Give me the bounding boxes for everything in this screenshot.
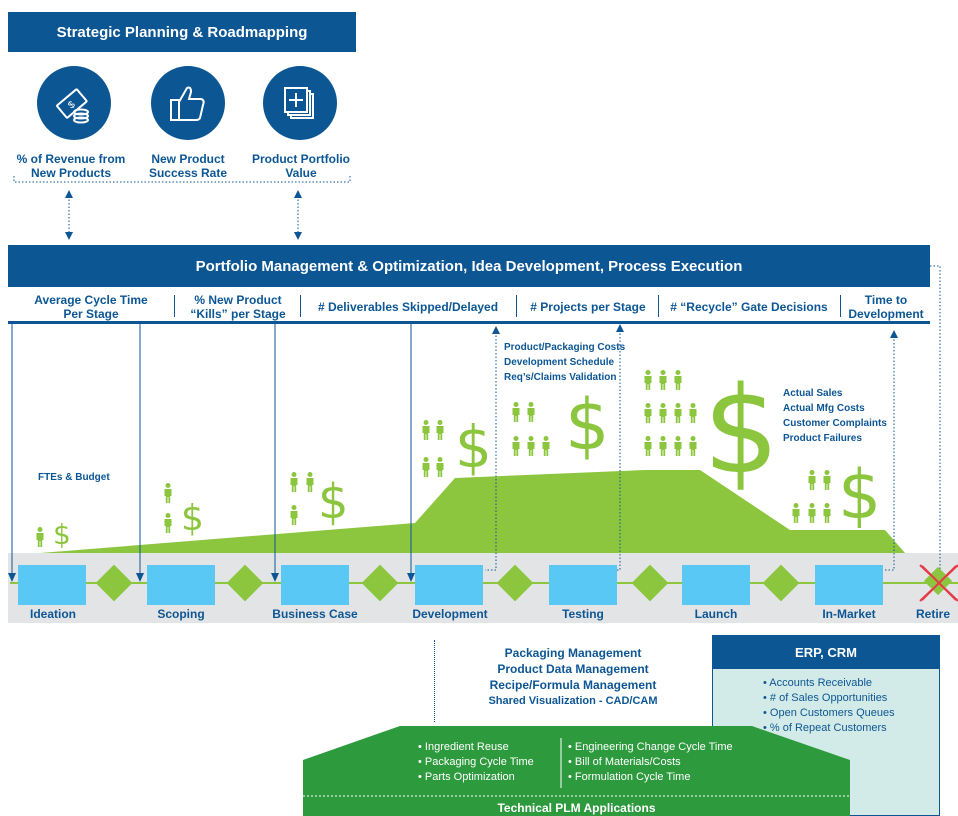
dollar-icon-in-market: $ xyxy=(838,456,882,535)
metric-divider xyxy=(300,295,301,317)
stage-label-in-market: In-Market xyxy=(822,607,876,621)
metric-projects-per-stage: # Projects per Stage xyxy=(530,300,646,314)
strategic-planning-header: Strategic Planning & Roadmapping xyxy=(8,12,356,52)
stage-box-development xyxy=(415,565,483,605)
plm-right-metrics: • Engineering Change Cycle Time • Bill o… xyxy=(568,740,733,785)
metric-divider xyxy=(516,295,517,317)
dollar-icon-testing: $ xyxy=(565,384,610,466)
erp-item: • % of Repeat Customers xyxy=(763,722,887,734)
metric-divider xyxy=(174,295,175,317)
stage-label-testing: Testing xyxy=(562,607,604,621)
stage-label-scoping: Scoping xyxy=(157,607,205,621)
plm-title: Technical PLM Applications xyxy=(497,801,656,815)
metric-underline xyxy=(8,321,930,324)
dollar-icon-development: $ xyxy=(455,413,492,481)
stage-label-retire: Retire xyxy=(916,607,951,621)
plm-item: • Bill of Materials/Costs xyxy=(568,756,681,768)
plm-left-metrics: • Ingredient Reuse • Packaging Cycle Tim… xyxy=(418,740,534,785)
stage-box-launch xyxy=(682,565,750,605)
stage-box-testing xyxy=(549,565,617,605)
stage-label-ideation: Ideation xyxy=(29,607,76,621)
metric-new-product-kills: % New Product“Kills” per Stage xyxy=(190,293,286,321)
dollar-icon-scoping: $ xyxy=(181,498,204,539)
plm-item: • Engineering Change Cycle Time xyxy=(568,741,733,753)
revenue-kpi-circle: $ xyxy=(37,66,111,140)
metric-deliverables-skipped: # Deliverables Skipped/Delayed xyxy=(317,300,499,314)
portfolio-management-header: Portfolio Management & Optimization, Ide… xyxy=(8,245,930,287)
plm-item: • Packaging Cycle Time xyxy=(418,756,534,768)
metric-recycle-gate: # “Recycle” Gate Decisions xyxy=(670,300,828,314)
dollar-icon-launch: $ xyxy=(703,362,780,501)
portfolio-stack-icon xyxy=(284,87,314,119)
thumbs-up-icon xyxy=(170,86,205,121)
stage-box-business-case xyxy=(281,565,349,605)
ftes-budget-note: FTEs & Budget xyxy=(38,472,110,483)
stage-label-business-case: Business Case xyxy=(272,607,358,621)
metric-divider xyxy=(658,295,659,317)
metric-divider xyxy=(840,295,841,317)
erp-metrics-list: • Accounts Receivable • # of Sales Oppor… xyxy=(713,669,939,736)
erp-item: • Open Customers Queues xyxy=(763,707,895,719)
svg-text:$: $ xyxy=(66,99,78,111)
stage-box-in-market xyxy=(815,565,883,605)
portfolio-value-kpi-circle xyxy=(263,66,337,140)
erp-item: • # of Sales Opportunities xyxy=(763,692,888,704)
stage-box-ideation xyxy=(18,565,86,605)
money-icon: $ xyxy=(56,88,89,124)
plm-item: • Ingredient Reuse xyxy=(418,741,509,753)
stage-label-development: Development xyxy=(412,607,488,621)
erp-crm-header: ERP, CRM xyxy=(713,636,939,669)
dollar-icon-ideation: $ xyxy=(53,518,71,551)
plm-item: • Parts Optimization xyxy=(418,771,515,783)
pdm-divider-line xyxy=(434,640,435,722)
erp-item: • Accounts Receivable xyxy=(763,677,873,689)
plm-item: • Formulation Cycle Time xyxy=(568,771,691,783)
stage-box-scoping xyxy=(147,565,215,605)
dollar-icon-business-case: $ xyxy=(318,474,349,530)
success-rate-kpi-circle xyxy=(151,66,225,140)
stage-label-launch: Launch xyxy=(694,607,738,621)
